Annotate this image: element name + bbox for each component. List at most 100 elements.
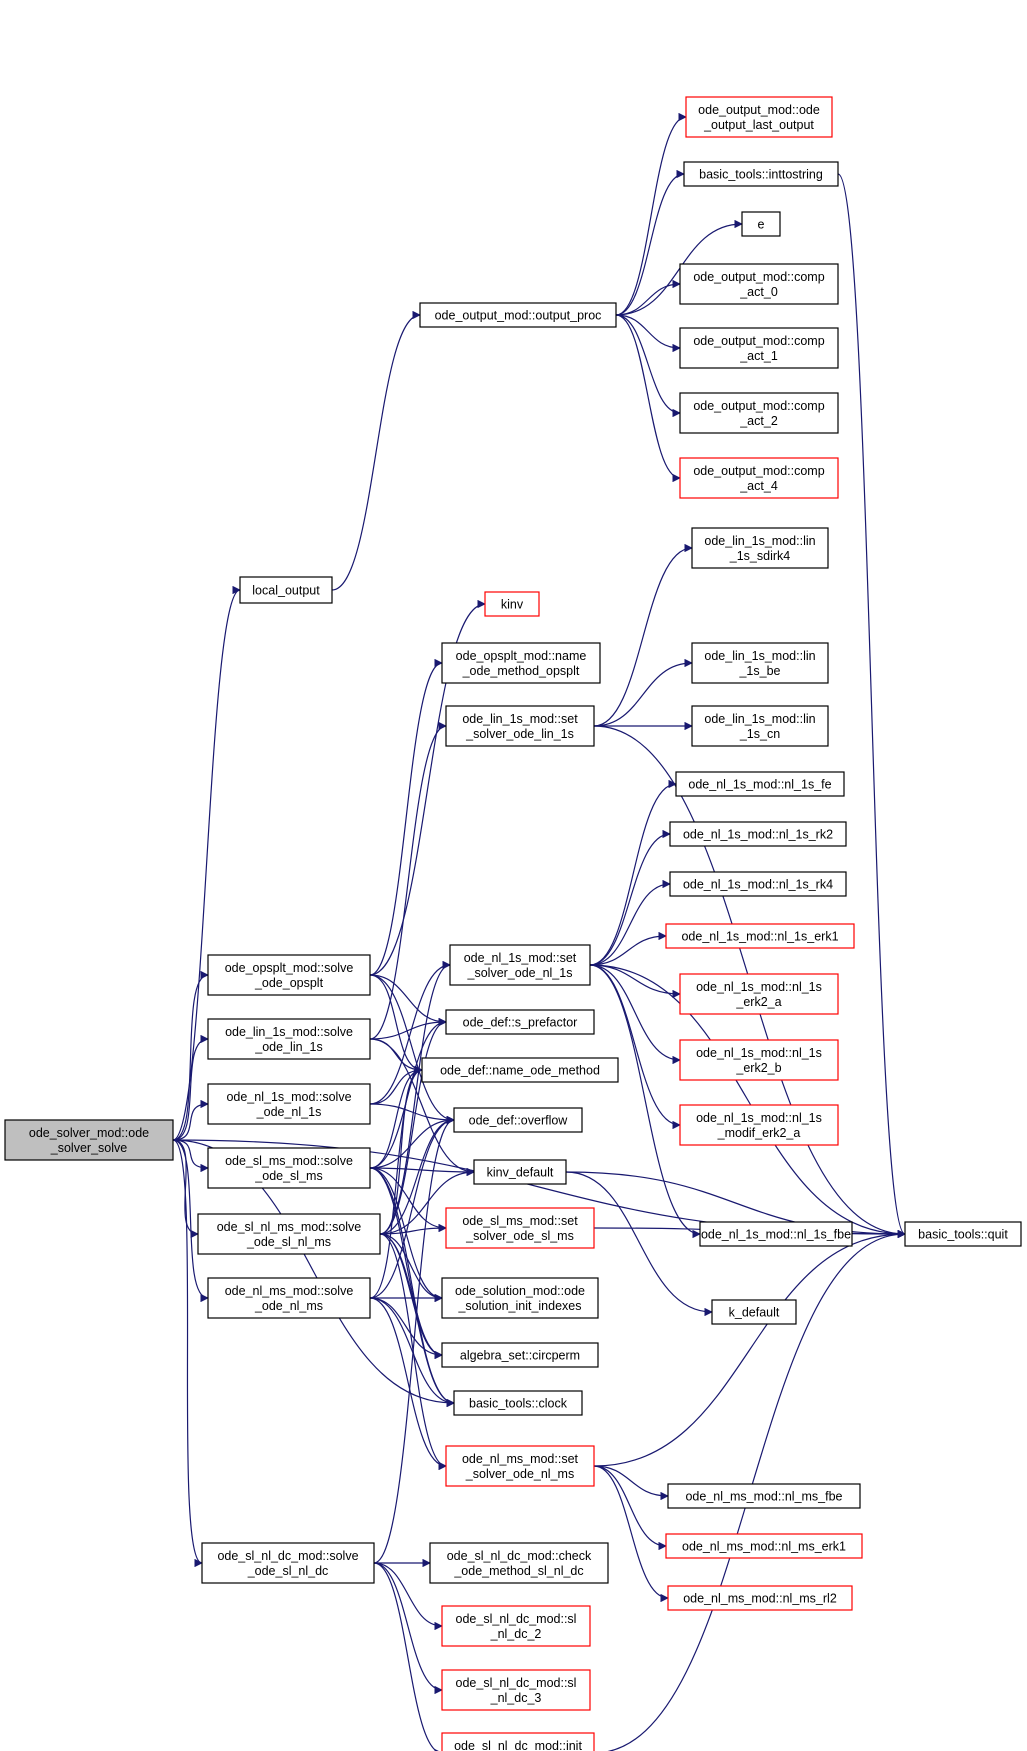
node-label: _act_2 [739,414,778,428]
node-label: ode_nl_1s_mod::nl_1s_rk4 [683,878,833,892]
node-label: ode_lin_1s_mod::lin [704,649,815,663]
node-init_indexes[interactable]: ode_solution_mod::ode_solution_init_inde… [441,1277,599,1319]
node-s_prefactor[interactable]: ode_def::s_prefactor [445,1009,595,1035]
node-name_opsplt[interactable]: ode_opsplt_mod::name_ode_method_opsplt [441,642,601,684]
edge-local_output-to-output_proc [331,310,421,591]
node-box [441,1605,591,1647]
node-clock[interactable]: basic_tools::clock [453,1390,583,1416]
edge-output_proc-to-comp4 [615,314,681,483]
node-label: ode_output_mod::ode [698,103,820,117]
node-e[interactable]: e [741,211,781,237]
node-nl1s_rk4[interactable]: ode_nl_1s_mod::nl_1s_rk4 [669,871,847,897]
node-set_slms[interactable]: ode_sl_ms_mod::set_solver_ode_sl_ms [445,1207,595,1249]
node-label: ode_nl_1s_mod::set [464,951,577,965]
node-inttostring[interactable]: basic_tools::inttostring [683,161,839,187]
node-nl1s_fe[interactable]: ode_nl_1s_mod::nl_1s_fe [675,771,845,797]
edge-set_nlms-to-nlms_rl2 [593,1465,669,1603]
node-output_proc[interactable]: ode_output_mod::output_proc [419,302,617,328]
node-nlms_fbe[interactable]: ode_nl_ms_mod::nl_ms_fbe [667,1483,861,1509]
node-comp2[interactable]: ode_output_mod::comp_act_2 [679,392,839,434]
node-kinv_default[interactable]: kinv_default [473,1159,567,1185]
node-opsplt_solve[interactable]: ode_opsplt_mod::solve_ode_opsplt [207,954,371,996]
node-label: _nl_dc_2 [490,1627,542,1641]
node-box [453,1390,583,1416]
node-label: _ode_sl_nl_dc [247,1564,329,1578]
node-nl1s_rk2[interactable]: ode_nl_1s_mod::nl_1s_rk2 [669,821,847,847]
node-box [679,327,839,369]
node-box [429,1542,609,1584]
node-label: _ode_method_sl_nl_dc [453,1564,583,1578]
node-set_lin1s[interactable]: ode_lin_1s_mod::set_solver_ode_lin_1s [445,705,595,747]
node-last_output[interactable]: ode_output_mod::ode_output_last_output [685,96,833,138]
node-init_nldc[interactable]: ode_sl_nl_dc_mod::init_nl_dc [441,1732,595,1751]
node-box [691,642,829,684]
node-label: ode_solution_mod::ode [455,1284,585,1298]
node-slnlms_solve[interactable]: ode_sl_nl_ms_mod::solve_ode_sl_nl_ms [197,1213,381,1255]
node-box [453,1107,583,1133]
node-local_output[interactable]: local_output [239,576,333,604]
node-label: _modif_erk2_a [717,1126,801,1140]
node-label: algebra_set::circperm [460,1349,580,1363]
node-label: _ode_method_opsplt [462,664,580,678]
node-kinv[interactable]: kinv [484,591,540,617]
edge-nl1s_solve-to-overflow [369,1103,455,1125]
node-name_ode_method[interactable]: ode_def::name_ode_method [421,1057,619,1083]
node-label: ode_nl_ms_mod::nl_ms_erk1 [682,1540,846,1554]
node-box [683,161,839,187]
edge-root-to-slnlms_solve [172,1139,199,1239]
edge-kinv_default-to-k_default [565,1171,713,1317]
node-lin1s_solve[interactable]: ode_lin_1s_mod::solve_ode_lin_1s [207,1018,371,1060]
node-check_slnldc[interactable]: ode_sl_nl_dc_mod::check_ode_method_sl_nl… [429,1542,609,1584]
node-box [669,871,847,897]
node-nl1s_erk2b[interactable]: ode_nl_1s_mod::nl_1s_erk2_b [679,1039,839,1081]
node-comp1[interactable]: ode_output_mod::comp_act_1 [679,327,839,369]
node-k_default[interactable]: k_default [711,1299,797,1325]
edge-nlms_solve-to-clock [369,1297,455,1408]
node-nlms_rl2[interactable]: ode_nl_ms_mod::nl_ms_rl2 [667,1585,853,1611]
node-quit[interactable]: basic_tools::quit [904,1221,1022,1247]
node-slnldc2[interactable]: ode_sl_nl_dc_mod::sl_nl_dc_2 [441,1605,591,1647]
node-box [667,1585,853,1611]
node-root[interactable]: ode_solver_mod::ode_solver_solve [4,1119,174,1161]
node-slnldc_solve[interactable]: ode_sl_nl_dc_mod::solve_ode_sl_nl_dc [201,1542,375,1584]
edge-slms_solve-to-set_slms [369,1167,447,1233]
node-circperm[interactable]: algebra_set::circperm [441,1342,599,1368]
node-lin1s_sdirk4[interactable]: ode_lin_1s_mod::lin_1s_sdirk4 [691,527,829,569]
node-comp0[interactable]: ode_output_mod::comp_act_0 [679,263,839,305]
node-label: ode_def::overflow [469,1114,569,1128]
edge-root-to-nlms_solve [172,1139,209,1303]
node-set_nl1s[interactable]: ode_nl_1s_mod::set_solver_ode_nl_1s [449,944,591,986]
node-label: ode_output_mod::comp [693,464,824,478]
node-nl1s_erk1[interactable]: ode_nl_1s_mod::nl_1s_erk1 [665,923,855,949]
node-slnldc3[interactable]: ode_sl_nl_dc_mod::sl_nl_dc_3 [441,1669,591,1711]
node-comp4[interactable]: ode_output_mod::comp_act_4 [679,457,839,499]
node-label: ode_nl_1s_mod::nl_1s [696,1046,822,1060]
node-box [419,302,617,328]
node-label: _1s_be [738,664,780,678]
node-label: ode_nl_1s_mod::nl_1s_fbe [701,1228,851,1242]
node-nlms_erk1[interactable]: ode_nl_ms_mod::nl_ms_erk1 [665,1533,863,1559]
edge-set_lin1s-to-lin1s_sdirk4 [593,543,693,727]
edge-set_nl1s-to-nl1s_erk2b [589,964,681,1065]
node-lin1s_be[interactable]: ode_lin_1s_mod::lin_1s_be [691,642,829,684]
node-label: ode_sl_nl_dc_mod::sl [456,1612,577,1626]
edge-lin1s_solve-to-kinv_default [369,1038,475,1177]
node-nl1s_fbe[interactable]: ode_nl_1s_mod::nl_1s_fbe [699,1221,853,1247]
node-box [445,705,595,747]
node-label: ode_sl_nl_dc_mod::check [447,1549,592,1563]
node-label: ode_sl_nl_dc_mod::solve [217,1549,358,1563]
call-edges [172,112,906,1751]
node-nl1s_solve[interactable]: ode_nl_1s_mod::solve_ode_nl_1s [207,1083,371,1125]
node-label: ode_nl_1s_mod::nl_1s [696,980,822,994]
node-label: ode_output_mod::comp [693,334,824,348]
edge-output_proc-to-e [615,219,743,316]
node-label: basic_tools::inttostring [699,168,823,182]
node-overflow[interactable]: ode_def::overflow [453,1107,583,1133]
node-set_nlms[interactable]: ode_nl_ms_mod::set_solver_ode_nl_ms [445,1445,595,1487]
node-nl1s_erk2a[interactable]: ode_nl_1s_mod::nl_1s_erk2_a [679,973,839,1015]
node-box [669,821,847,847]
node-nl1s_modif[interactable]: ode_nl_1s_mod::nl_1s_modif_erk2_a [679,1104,839,1146]
node-slms_solve[interactable]: ode_sl_ms_mod::solve_ode_sl_ms [207,1147,371,1189]
node-lin1s_cn[interactable]: ode_lin_1s_mod::lin_1s_cn [691,705,829,747]
node-nlms_solve[interactable]: ode_nl_ms_mod::solve_ode_nl_ms [207,1277,371,1319]
